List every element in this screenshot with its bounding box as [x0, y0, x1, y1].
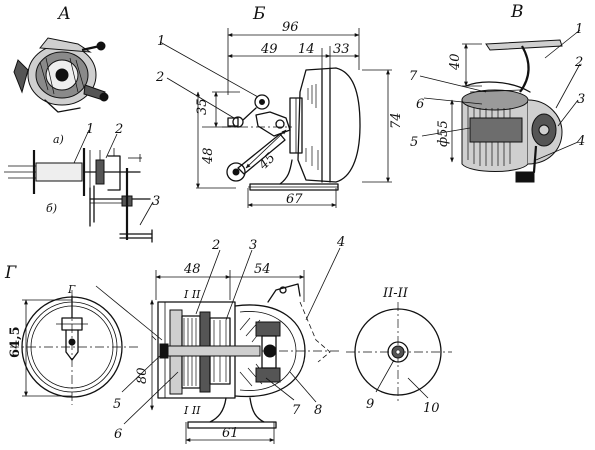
view-g-section-dimensions: 48 54 80 61 I II I II: [135, 262, 305, 444]
view-g-callout-2: 2: [211, 238, 220, 253]
view-a-scheme-b: б) 3: [46, 168, 160, 243]
view-v-callout-7: 7: [409, 69, 418, 84]
view-v-dimensions: 40 ф55: [436, 43, 482, 163]
view-a-scheme-a: а) 1 2: [4, 122, 142, 196]
view-g-callout-6: 6: [114, 427, 122, 442]
view-v-callout-2: 2: [574, 55, 583, 70]
view-b-dim-74: 74: [389, 112, 404, 129]
view-v-callout-3: 3: [577, 92, 585, 107]
view-g-dim-64-5: 64,5: [8, 326, 23, 358]
view-v-callout-1: 1: [575, 22, 583, 37]
view-g-dim-61: 61: [222, 426, 239, 441]
view-a-sub-b: б): [46, 202, 57, 215]
view-label-a: А: [57, 4, 71, 24]
view-g-section-mark-bottom: I II: [183, 404, 201, 417]
view-v-dim-dia55: ф55: [436, 120, 451, 147]
view-g-callout-7: 7: [292, 403, 301, 418]
section-ii-title: II-II: [382, 286, 409, 301]
view-b-dim-96: 96: [282, 20, 299, 35]
view-b-dimensions: 96 49 14 33 74 35 48 45 67: [195, 20, 404, 208]
view-b-dim-33: 33: [333, 42, 350, 57]
view-b-dim-14: 14: [298, 42, 315, 57]
view-v-callout-5: 5: [410, 135, 418, 150]
view-v-reel-illustration: 1 2 3 4 5 6 7: [409, 22, 585, 183]
view-g-front-view: Г 64,5: [8, 283, 140, 405]
view-g-dim-80: 80: [135, 367, 150, 384]
view-a-callout-2: 2: [114, 122, 123, 137]
view-a-sub-a: а): [53, 133, 64, 146]
view-b-callout-2: 2: [155, 70, 164, 85]
view-a-callout-3: 3: [152, 194, 160, 209]
view-g-section-body: 2 3 4 5 6 7 8: [95, 235, 345, 442]
view-v-callout-6: 6: [416, 97, 424, 112]
view-label-v: В: [510, 2, 524, 22]
view-g-dim-48: 48: [183, 262, 201, 277]
section-ii-callout-9: 9: [366, 397, 374, 412]
view-b-dim-48: 48: [201, 147, 216, 165]
section-ii-callout-10: 10: [423, 401, 440, 416]
view-label-g: Г: [4, 263, 17, 283]
view-b-callout-1: 1: [157, 34, 165, 49]
view-b-dim-67: 67: [286, 192, 303, 207]
view-section-ii: II-II 9 10: [346, 286, 452, 416]
view-g-dim-54: 54: [254, 262, 271, 277]
view-g-callout-4: 4: [336, 235, 345, 250]
view-g-section-mark-top: I II: [183, 288, 201, 301]
view-g-detail-label: Г: [67, 283, 76, 296]
view-b-reel-body: 1 2: [155, 34, 361, 191]
view-a-callout-1: 1: [86, 122, 94, 137]
view-a-reel-illustration: [13, 37, 109, 113]
view-label-b: Б: [252, 4, 266, 24]
view-v-callout-4: 4: [576, 134, 585, 149]
view-g-callout-3: 3: [249, 238, 257, 253]
view-b-dim-49: 49: [260, 42, 278, 57]
view-g-callout-5: 5: [113, 397, 121, 412]
view-b-dim-35: 35: [195, 98, 210, 115]
view-g-callout-8: 8: [314, 403, 322, 418]
view-v-dim-40: 40: [448, 53, 463, 71]
